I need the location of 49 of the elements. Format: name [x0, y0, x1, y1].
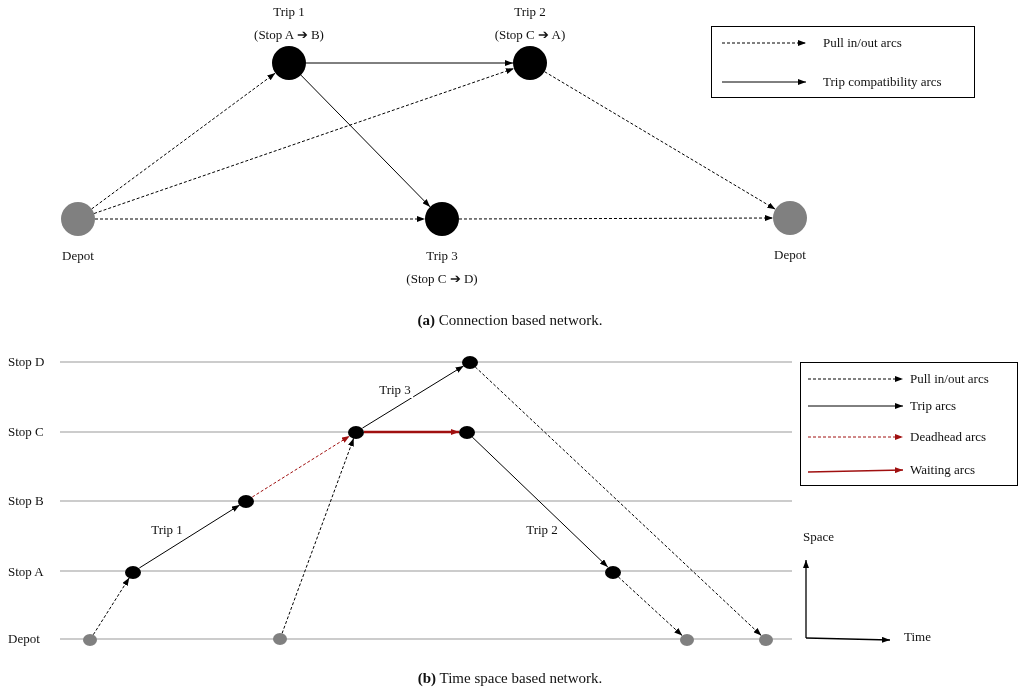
event-node — [348, 425, 364, 439]
depot-node — [83, 634, 97, 646]
dashed-arrow — [92, 577, 130, 636]
node-label: Depot — [62, 247, 94, 265]
node-label: Trip 2 — [514, 3, 546, 21]
arrow — [300, 74, 431, 208]
legend-text: Waiting arcs — [910, 462, 975, 478]
dashed-arrow — [458, 215, 774, 222]
axis-label: Time — [904, 629, 931, 645]
row-label: Stop D — [8, 354, 45, 370]
event-node — [605, 565, 621, 579]
depot-node — [680, 634, 694, 646]
node-label: Trip 1 — [273, 3, 305, 21]
axis-label: Space — [803, 529, 835, 545]
depot-node — [759, 634, 773, 646]
dashed-arrow — [617, 576, 683, 637]
figure-caption: (a) Connection based network. — [417, 311, 603, 329]
legend-text: Pull in/out arcs — [823, 35, 902, 51]
legend-text: Trip compatibility arcs — [823, 74, 942, 90]
dashed-arrow — [94, 216, 426, 222]
dashed-arrow — [93, 68, 515, 214]
node-label: Trip 3 — [426, 247, 458, 265]
dashed-arrow — [544, 71, 776, 210]
arrow — [364, 429, 459, 435]
dashed-arrow — [91, 72, 276, 210]
legend-text: Deadhead arcs — [910, 429, 987, 445]
dashed-arrow — [251, 435, 351, 498]
dashed-arrow — [281, 437, 355, 634]
event-node — [459, 425, 475, 439]
dashed-arrow — [474, 366, 762, 637]
arrow — [305, 60, 514, 66]
arrow — [471, 436, 609, 568]
node-label: (Stop C ➔ A) — [494, 26, 566, 44]
row-label: Stop C — [8, 424, 44, 440]
depot-node — [273, 633, 287, 645]
row-label: Stop B — [8, 493, 44, 509]
figure-caption: (b) Time space based network. — [417, 669, 603, 687]
arrow — [138, 504, 241, 569]
node-label: (Stop A ➔ B) — [254, 26, 324, 44]
legend-text: Pull in/out arcs — [910, 371, 989, 387]
node-label: Depot — [774, 246, 806, 264]
arrow — [361, 365, 465, 429]
event-node — [462, 355, 478, 369]
row-label: Depot — [8, 631, 40, 647]
event-node — [238, 494, 254, 508]
event-node — [125, 565, 141, 579]
row-label: Stop A — [8, 564, 44, 580]
legend-text: Trip arcs — [910, 398, 957, 414]
node-label: (Stop C ➔ D) — [406, 270, 478, 288]
